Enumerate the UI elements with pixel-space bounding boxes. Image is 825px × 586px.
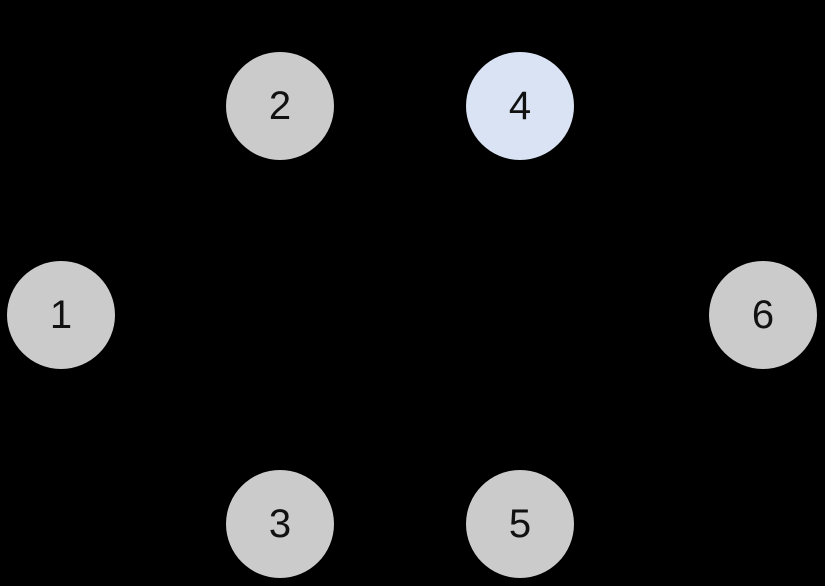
graph-node-4-highlighted: 4	[466, 52, 574, 160]
node-label: 4	[508, 84, 532, 128]
node-label: 5	[508, 502, 532, 546]
node-label: 3	[268, 502, 292, 546]
node-label: 1	[49, 293, 73, 337]
graph-node-1: 1	[7, 261, 115, 369]
node-label: 2	[268, 84, 292, 128]
graph-node-3: 3	[226, 470, 334, 578]
node-label: 6	[751, 293, 775, 337]
graph-node-6: 6	[709, 261, 817, 369]
graph-node-2: 2	[226, 52, 334, 160]
graph-node-5: 5	[466, 470, 574, 578]
